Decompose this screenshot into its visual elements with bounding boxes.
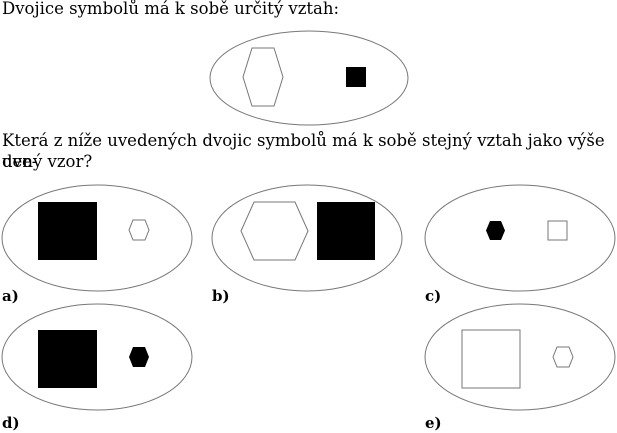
- question-line-2: dený vzor?: [2, 152, 93, 171]
- option-d-ellipse[interactable]: [1, 303, 193, 411]
- intro-text: Dvojice symbolů má k sobě určitý vztah:: [2, 0, 340, 18]
- option-b-label[interactable]: b): [212, 287, 230, 305]
- option-d-square: [38, 330, 97, 388]
- pattern-hexagon: [242, 47, 284, 107]
- option-e-ellipse[interactable]: [424, 303, 616, 411]
- option-d-label[interactable]: d): [2, 414, 20, 432]
- option-c-label[interactable]: c): [425, 287, 442, 305]
- option-a-ellipse[interactable]: [1, 184, 193, 292]
- option-e-label[interactable]: e): [425, 414, 442, 432]
- option-a-hexagon: [128, 219, 150, 241]
- option-b-square: [317, 202, 375, 260]
- pattern-ellipse: [209, 30, 409, 126]
- option-c-square: [547, 220, 568, 241]
- option-e-hexagon: [552, 346, 574, 368]
- option-b-ellipse[interactable]: [211, 184, 403, 292]
- option-b-hexagon: [240, 201, 309, 261]
- option-a-label[interactable]: a): [2, 287, 19, 305]
- option-d-hexagon: [129, 347, 149, 367]
- option-e-square: [461, 329, 521, 389]
- pattern-square: [346, 67, 366, 87]
- option-a-square: [38, 202, 97, 260]
- option-c-ellipse[interactable]: [424, 184, 616, 292]
- option-c-hexagon: [486, 221, 505, 240]
- question-line-1: Která z níže uvedených dvojic symbolů má…: [2, 131, 605, 171]
